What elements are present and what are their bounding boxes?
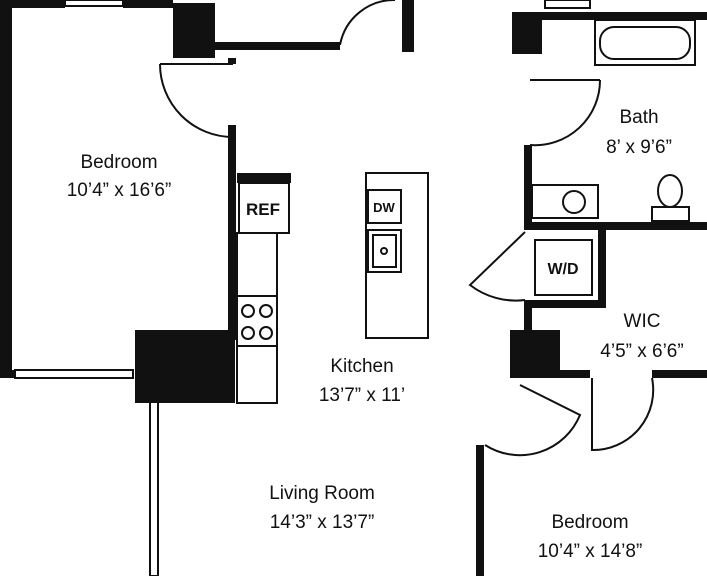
wall-bedroom-kitchen — [228, 125, 236, 340]
sliding-door-living — [149, 389, 159, 576]
washer-dryer-box — [534, 239, 593, 296]
door-swing-bath — [529, 79, 602, 147]
room-name-bath: Bath — [619, 107, 658, 128]
burner-icon — [241, 326, 255, 340]
wall-top-right — [512, 12, 707, 20]
wall-closet-bottom — [524, 300, 606, 308]
burner-icon — [259, 326, 273, 340]
wall-top-left — [0, 0, 65, 8]
window-left-bottom — [14, 369, 134, 379]
stove — [236, 295, 278, 347]
dishwasher-label: DW — [373, 200, 395, 215]
refrigerator — [238, 182, 290, 234]
wall-right-lower — [476, 445, 484, 576]
bath-vanity — [531, 184, 599, 219]
column-right-mid — [510, 330, 560, 378]
door-swing-wic — [591, 377, 655, 452]
room-size-wic: 4’5” x 6’6” — [600, 341, 683, 362]
door-jamb-top — [402, 0, 414, 52]
wall-top-connector — [215, 42, 340, 50]
room-size-kitchen: 13’7” x 11’ — [319, 385, 405, 406]
room-name-bedroom-left: Bedroom — [80, 152, 157, 173]
wall-bath-bottom — [524, 222, 707, 230]
wall-left-exterior — [0, 0, 12, 378]
wall-right-partition-upper — [524, 145, 532, 230]
vanity-sink — [562, 190, 586, 214]
wall-wic-bottom — [560, 370, 590, 378]
wall-bedroom-partition — [228, 58, 236, 64]
door-swing-top — [339, 0, 395, 46]
dishwasher — [367, 189, 402, 224]
column-center — [135, 330, 235, 403]
refrigerator-top — [237, 180, 291, 183]
room-name-wic: WIC — [624, 311, 661, 332]
island-sink-basin — [372, 234, 397, 268]
room-size-living-room: 14’3” x 13’7” — [270, 512, 375, 533]
window-bath-top — [544, 0, 591, 9]
room-name-kitchen: Kitchen — [330, 356, 393, 377]
column-top — [173, 3, 215, 58]
wall-right-mid — [524, 308, 532, 330]
wall-wic-bottom-right — [652, 370, 707, 378]
toilet-bowl — [657, 174, 683, 208]
door-swing-left-bedroom — [159, 63, 234, 138]
room-name-bedroom-right: Bedroom — [551, 512, 628, 533]
column-right-top — [512, 12, 542, 54]
toilet-tank — [651, 206, 690, 222]
room-name-living-room: Living Room — [269, 483, 375, 504]
burner-icon — [259, 304, 273, 318]
wall-left-bottom — [0, 370, 15, 378]
sink-drain-icon — [380, 247, 388, 255]
washer-dryer-label: W/D — [547, 261, 578, 278]
wall-top-mid — [123, 0, 173, 8]
kitchen-counter — [236, 232, 278, 404]
room-size-bedroom-left: 10’4” x 16’6” — [67, 180, 172, 201]
room-size-bedroom-right: 10’4” x 14’8” — [538, 541, 643, 562]
island-sink — [367, 229, 402, 273]
burner-icon — [241, 304, 255, 318]
kitchen-island — [365, 172, 429, 339]
door-swing-right-bedroom — [484, 384, 582, 457]
wall-closet — [598, 222, 606, 307]
bathtub-inner — [599, 26, 691, 60]
door-swing-closet — [468, 231, 526, 302]
room-size-bath: 8’ x 9’6” — [606, 137, 672, 158]
refrigerator-label: REF — [246, 200, 280, 219]
window-top-left — [64, 0, 124, 7]
wall-counter-top — [237, 173, 291, 181]
